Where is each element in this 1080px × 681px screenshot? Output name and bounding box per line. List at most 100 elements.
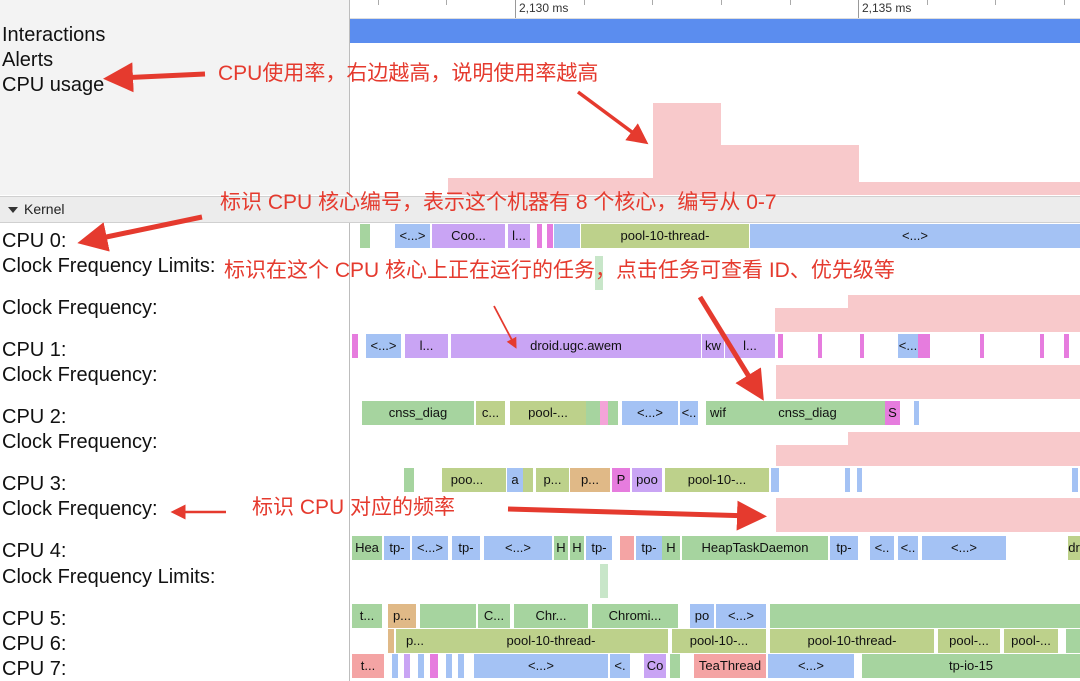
- cpu-slice[interactable]: l...: [508, 224, 530, 248]
- cpu-slice[interactable]: <...>: [395, 224, 430, 248]
- cpu-slice[interactable]: p...: [388, 604, 416, 628]
- cpu-slice[interactable]: [430, 654, 438, 678]
- cpu-slice[interactable]: [845, 468, 850, 492]
- clock-frequency-bar[interactable]: [776, 498, 1080, 532]
- cpu-slice[interactable]: t...: [352, 654, 384, 678]
- cpu-slice[interactable]: [492, 468, 506, 492]
- track-label-alerts[interactable]: Alerts: [2, 49, 54, 71]
- cpu-slice[interactable]: HeapTaskDaemon: [682, 536, 828, 560]
- cpu-slice[interactable]: Co: [644, 654, 666, 678]
- cpu-slice[interactable]: tp-io-15: [862, 654, 1080, 678]
- cpu-slice[interactable]: [537, 224, 542, 248]
- track-label-cpu3-freq[interactable]: Clock Frequency:: [2, 498, 158, 520]
- cpu-slice[interactable]: c...: [476, 401, 505, 425]
- cpu-slice[interactable]: <...>: [474, 654, 608, 678]
- panel-divider[interactable]: [349, 0, 350, 681]
- track-label-cpu-usage[interactable]: CPU usage: [2, 74, 105, 96]
- clock-frequency-bar[interactable]: [848, 295, 1080, 308]
- clock-frequency-bar[interactable]: [848, 432, 1080, 445]
- cpu-slice[interactable]: <...>: [750, 224, 1080, 248]
- cpu-slice[interactable]: dr: [1068, 536, 1080, 560]
- cpu-slice[interactable]: tp-: [636, 536, 662, 560]
- cpu-slice[interactable]: [404, 654, 410, 678]
- cpu-slice[interactable]: p...: [536, 468, 569, 492]
- cpu-slice[interactable]: pool-10-thread-: [581, 224, 749, 248]
- cpu-slice[interactable]: a: [507, 468, 523, 492]
- track-label-interactions[interactable]: Interactions: [2, 24, 106, 46]
- cpu-slice[interactable]: wif: [706, 401, 730, 425]
- track-label-cpu4[interactable]: CPU 4:: [2, 540, 67, 562]
- cpu-slice[interactable]: droid.ugc.awem: [451, 334, 701, 358]
- cpu-slice[interactable]: tp-: [830, 536, 858, 560]
- cpu-slice[interactable]: pool-10-thread-: [770, 629, 934, 653]
- cpu-slice[interactable]: [918, 334, 930, 358]
- track-label-cpu1[interactable]: CPU 1:: [2, 339, 67, 361]
- interactions-track-bar[interactable]: [350, 19, 1080, 43]
- cpu-usage-bar[interactable]: [448, 178, 653, 195]
- cpu-slice[interactable]: [1066, 629, 1080, 653]
- clock-frequency-bar[interactable]: [775, 308, 1080, 332]
- cpu-slice[interactable]: tp-: [384, 536, 410, 560]
- cpu-slice[interactable]: poo...: [442, 468, 492, 492]
- cpu-slice[interactable]: <..: [898, 536, 918, 560]
- cpu-slice[interactable]: pool-10-...: [665, 468, 769, 492]
- cpu-usage-bar[interactable]: [721, 145, 859, 195]
- cpu-slice[interactable]: pool-10-...: [672, 629, 766, 653]
- track-label-cpu0-freq-limits[interactable]: Clock Frequency Limits:: [2, 255, 216, 277]
- cpu-slice[interactable]: <.: [610, 654, 630, 678]
- cpu-slice[interactable]: [608, 401, 618, 425]
- cpu-slice[interactable]: cnss_diag: [362, 401, 474, 425]
- cpu-slice[interactable]: cnss_diag: [730, 401, 885, 425]
- cpu-slice[interactable]: TeaThread: [694, 654, 766, 678]
- cpu-slice[interactable]: <...>: [768, 654, 854, 678]
- track-label-cpu4-freq-limits[interactable]: Clock Frequency Limits:: [2, 566, 216, 588]
- cpu-slice[interactable]: Chromi...: [592, 604, 678, 628]
- cpu-slice[interactable]: [600, 401, 608, 425]
- freq-limit-marker[interactable]: [600, 564, 608, 598]
- cpu-slice[interactable]: t...: [352, 604, 382, 628]
- cpu-slice[interactable]: [770, 604, 1080, 628]
- cpu-slice[interactable]: Chr...: [514, 604, 588, 628]
- cpu-slice[interactable]: <...>: [716, 604, 766, 628]
- cpu-slice[interactable]: [778, 334, 783, 358]
- cpu-slice[interactable]: [914, 401, 919, 425]
- cpu-slice[interactable]: Coo...: [432, 224, 505, 248]
- cpu-slice[interactable]: pool-10-thread-: [434, 629, 668, 653]
- cpu-slice[interactable]: [980, 334, 984, 358]
- cpu-slice[interactable]: [458, 654, 464, 678]
- cpu-slice[interactable]: [388, 629, 394, 653]
- cpu-slice[interactable]: poo: [632, 468, 662, 492]
- cpu-slice[interactable]: [586, 401, 600, 425]
- cpu-slice[interactable]: po: [690, 604, 714, 628]
- cpu-slice[interactable]: Hea: [352, 536, 382, 560]
- cpu-usage-bar[interactable]: [859, 182, 1080, 195]
- cpu-slice[interactable]: [1040, 334, 1044, 358]
- freq-limit-marker[interactable]: [595, 256, 603, 290]
- cpu-slice[interactable]: [1072, 468, 1078, 492]
- time-ruler[interactable]: 2,130 ms 2,135 ms: [350, 0, 1080, 19]
- cpu-slice[interactable]: [771, 468, 779, 492]
- cpu-slice[interactable]: p...: [570, 468, 610, 492]
- cpu-slice[interactable]: [352, 334, 358, 358]
- cpu-slice[interactable]: [523, 468, 533, 492]
- cpu-slice[interactable]: [554, 224, 580, 248]
- cpu-slice[interactable]: l...: [405, 334, 448, 358]
- cpu-slice[interactable]: <...>: [366, 334, 401, 358]
- cpu-slice[interactable]: <...>: [484, 536, 552, 560]
- cpu-slice[interactable]: pool-...: [938, 629, 1000, 653]
- cpu-slice[interactable]: <..: [680, 401, 698, 425]
- cpu-slice[interactable]: <...: [898, 334, 918, 358]
- cpu-slice[interactable]: [420, 604, 476, 628]
- cpu-slice[interactable]: pool-...: [1004, 629, 1058, 653]
- cpu-slice[interactable]: [392, 654, 398, 678]
- cpu-slice[interactable]: kw: [702, 334, 724, 358]
- cpu-slice[interactable]: H: [570, 536, 584, 560]
- cpu-slice[interactable]: [1064, 334, 1069, 358]
- cpu-slice[interactable]: [818, 334, 822, 358]
- cpu-slice[interactable]: tp-: [586, 536, 612, 560]
- track-label-cpu2[interactable]: CPU 2:: [2, 406, 67, 428]
- cpu-slice[interactable]: S: [885, 401, 900, 425]
- cpu-slice[interactable]: pool-...: [510, 401, 586, 425]
- cpu-slice[interactable]: [418, 654, 424, 678]
- cpu-slice[interactable]: P: [612, 468, 630, 492]
